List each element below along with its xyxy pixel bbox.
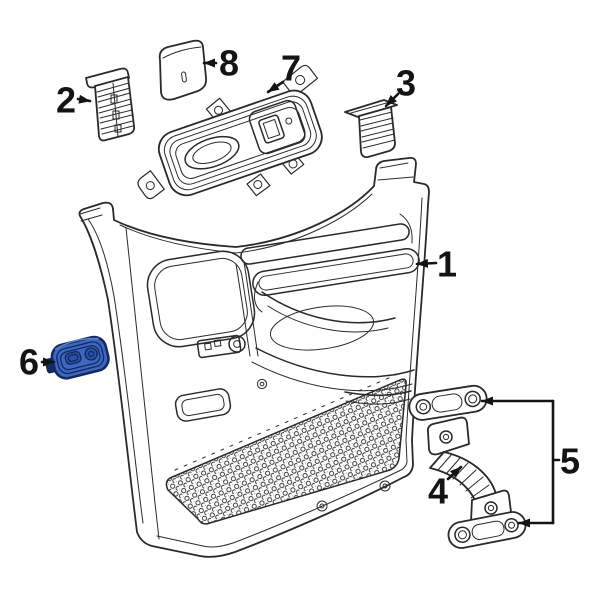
callout-7[interactable]: 7: [266, 48, 301, 94]
callout-4[interactable]: 4: [428, 465, 463, 512]
panel-courtesy-lamp: [174, 388, 232, 422]
callout-1[interactable]: 1: [415, 244, 457, 285]
callout-2[interactable]: 2: [56, 80, 92, 121]
callout-5-label[interactable]: 5: [560, 441, 580, 482]
callout-5[interactable]: 5: [480, 396, 580, 528]
callout-4-label[interactable]: 4: [428, 471, 448, 512]
callout-8-label[interactable]: 8: [219, 43, 239, 84]
callout-2-label[interactable]: 2: [56, 80, 76, 121]
callout-8[interactable]: 8: [202, 43, 239, 84]
panel-upper-insert: [146, 250, 256, 348]
callout-1-arrow: [415, 258, 438, 268]
part-switch-highlighted[interactable]: [42, 334, 111, 383]
switch-right-button[interactable]: [84, 347, 99, 362]
part-handle-bezel-lower: [447, 511, 527, 549]
callout-6-label[interactable]: 6: [19, 342, 39, 383]
callout-2-arrow: [76, 94, 92, 104]
part-handle-bezel-assembly: [137, 64, 323, 200]
part-end-cap: [158, 39, 207, 101]
callout-7-label[interactable]: 7: [281, 48, 301, 89]
callout-3-arrow: [384, 92, 400, 108]
panel-latch-bracket: [196, 334, 246, 359]
part-tweeter-grille-trim: [85, 67, 136, 142]
callout-3[interactable]: 3: [384, 63, 416, 108]
callout-4-arrow: [446, 465, 463, 481]
callout-3-label[interactable]: 3: [396, 63, 416, 104]
callout-1-label[interactable]: 1: [437, 244, 457, 285]
callout-5-bracket: [551, 399, 561, 525]
part-pillar-grille-trim: [344, 99, 398, 159]
part-handle-bezel-upper: [408, 384, 488, 421]
panel-speaker-grille: [165, 373, 407, 525]
part-door-trim-panel: [78, 156, 430, 558]
callout-6[interactable]: 6: [19, 342, 56, 383]
callout-7-arrow: [266, 80, 285, 94]
switch-top-bevel: [54, 337, 99, 351]
